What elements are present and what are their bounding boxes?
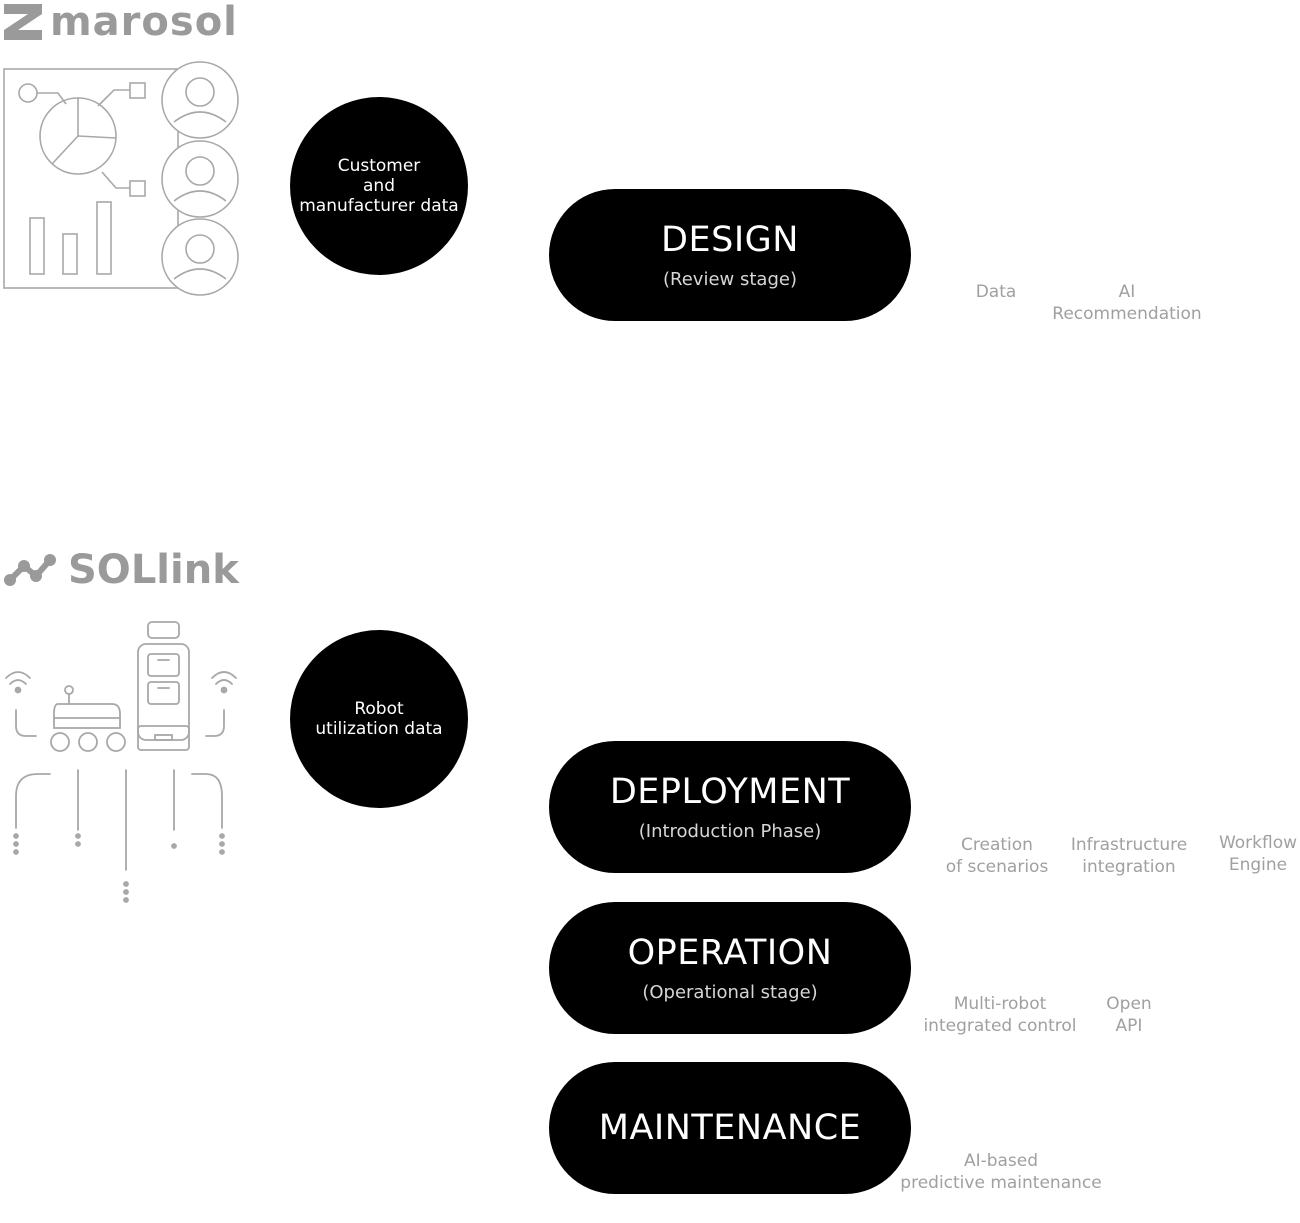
stage-operation-name: OPERATION — [627, 933, 833, 973]
delivery-robot-icon — [50, 685, 126, 752]
sollink-mark-icon — [4, 554, 56, 586]
stage-maintenance: MAINTENANCE — [549, 1062, 911, 1194]
person-icon — [161, 61, 239, 139]
person-icon — [161, 140, 239, 218]
customer-manufacturer-data-circle: Customer and manufacturer data — [290, 97, 468, 275]
stage-operation-sub: (Operational stage) — [642, 982, 818, 1003]
robot-utilization-data-circle: Robot utilization data — [290, 630, 468, 808]
robot-network-illustration — [5, 621, 237, 903]
sollink-logo: SOLlink — [2, 550, 239, 590]
stage-deployment-name: DEPLOYMENT — [609, 772, 851, 812]
node-icon — [18, 83, 38, 103]
stage-design: DESIGN (Review stage) — [549, 189, 911, 321]
feature-multi-robot-control: Multi-robot integrated control — [923, 994, 1077, 1036]
person-icon — [161, 218, 239, 296]
stage-deployment-sub: (Introduction Phase) — [638, 821, 822, 842]
marosol-logo: marosol — [2, 2, 238, 42]
bar-chart-icon — [29, 201, 112, 275]
serving-robot-icon — [137, 621, 190, 751]
stage-design-name: DESIGN — [661, 220, 799, 260]
data-analytics-illustration — [3, 61, 239, 296]
marosol-logo-text: marosol — [50, 0, 238, 45]
marosol-mark-icon — [4, 4, 42, 40]
stage-operation: OPERATION (Operational stage) — [549, 902, 911, 1034]
feature-infrastructure-integration: Infrastructure integration — [1070, 835, 1188, 877]
stage-design-sub: (Review stage) — [663, 269, 797, 290]
feature-ai-recommendation: AI Recommendation — [1052, 282, 1202, 324]
node-square-icon — [129, 180, 146, 197]
feature-predictive-maintenance: AI-based predictive maintenance — [900, 1151, 1102, 1193]
stage-deployment: DEPLOYMENT (Introduction Phase) — [549, 741, 911, 873]
network-lines — [13, 769, 225, 903]
wifi-icon — [5, 671, 37, 737]
sollink-logo-text: SOLlink — [68, 547, 239, 593]
stage-maintenance-name: MAINTENANCE — [598, 1108, 862, 1148]
node-square-icon — [129, 82, 146, 99]
feature-data: Data — [975, 282, 1017, 302]
feature-open-api: Open API — [1106, 994, 1152, 1036]
feature-workflow-engine: Workflow Engine — [1218, 833, 1298, 875]
wifi-icon — [205, 671, 237, 737]
pie-chart-icon — [39, 97, 117, 175]
feature-creation-of-scenarios: Creation of scenarios — [945, 835, 1049, 877]
